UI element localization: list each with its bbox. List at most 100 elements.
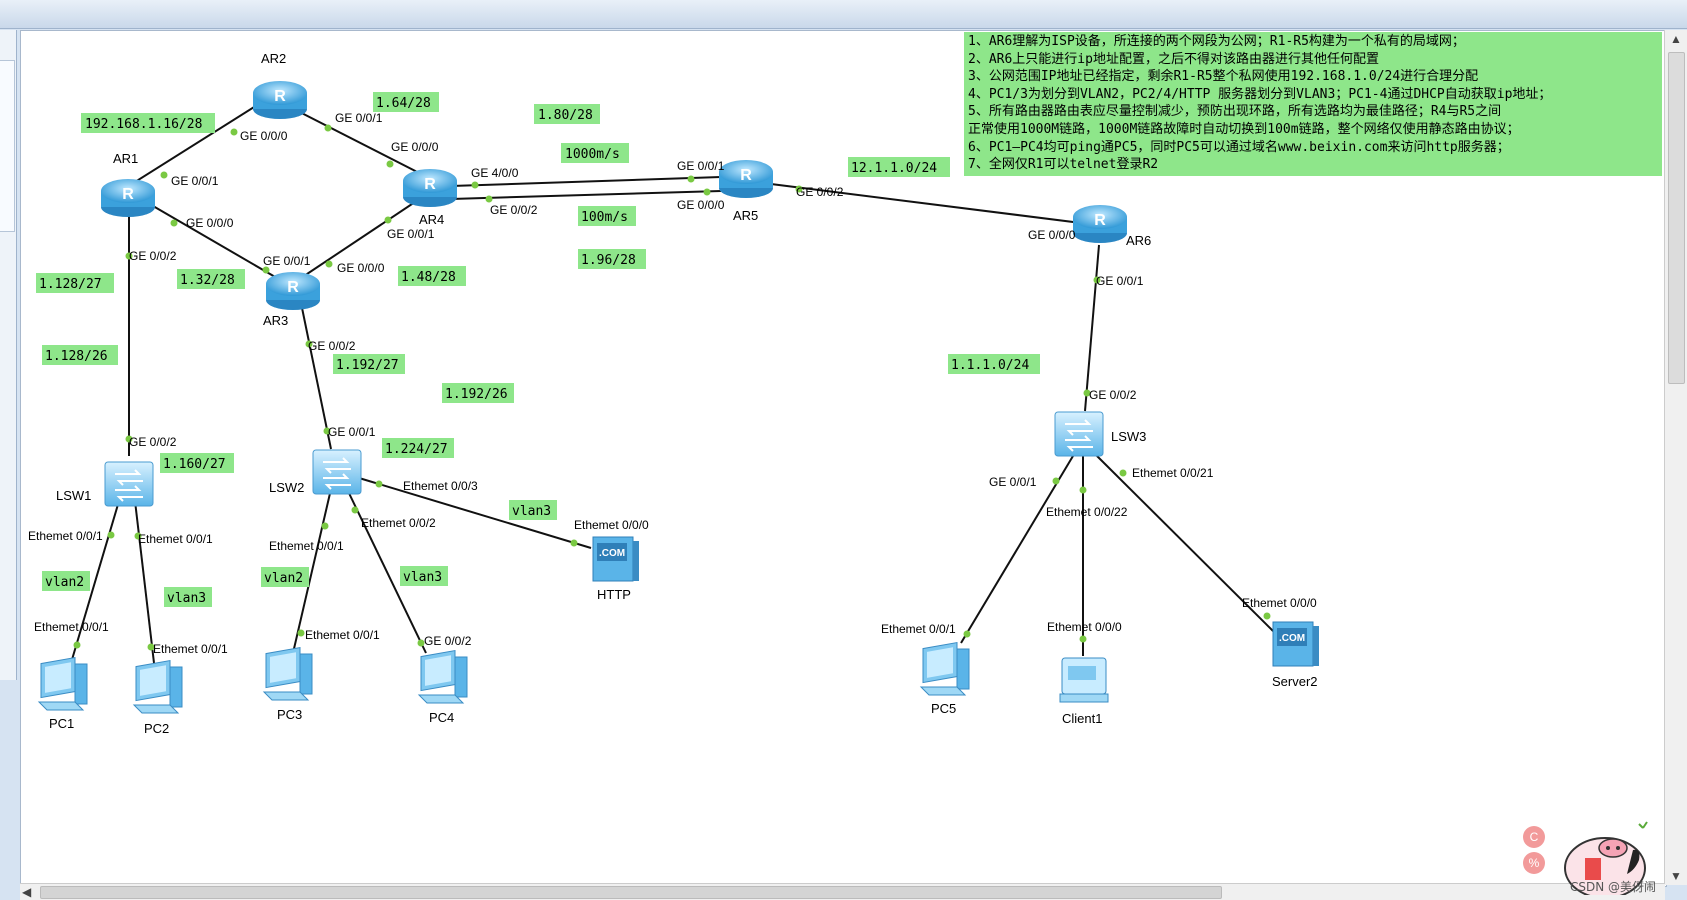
- horizontal-scroll-thumb[interactable]: [40, 886, 1222, 899]
- link-ar4-ar5-100m[interactable]: [450, 190, 722, 200]
- port-label: GE 4/0/0: [471, 166, 519, 180]
- port-label: GE 0/0/2: [796, 185, 844, 199]
- port-label: GE 0/0/0: [337, 261, 385, 275]
- router-ar6-icon[interactable]: [1073, 205, 1127, 243]
- link-lsw3-server2[interactable]: [1096, 455, 1274, 632]
- port-label: GE 0/0/0: [1028, 228, 1076, 242]
- svg-text:vlan3: vlan3: [512, 504, 551, 519]
- link-lsw1-pc2[interactable]: [134, 500, 155, 664]
- label-pc5: PC5: [931, 701, 956, 716]
- subnet-tag: 1.128/26: [42, 345, 118, 365]
- port-label: GE 0/0/1: [263, 254, 311, 268]
- link-lsw3-pc5[interactable]: [960, 455, 1074, 644]
- csdn-watermark: CSDN @美伢闹: [1570, 880, 1657, 894]
- link-ar3-lsw2[interactable]: [300, 302, 332, 450]
- scroll-down-icon[interactable]: ▼: [1670, 869, 1682, 883]
- link-ar4-ar5-1000m[interactable]: [450, 176, 722, 187]
- link-ar5-ar6[interactable]: [770, 183, 1098, 226]
- vertical-scrollbar[interactable]: ▲ ▼: [1664, 30, 1687, 885]
- subnet-tag: 1.160/27: [160, 453, 234, 473]
- scroll-up-icon[interactable]: ▲: [1670, 32, 1682, 46]
- subnet-tag: 1.224/27: [382, 438, 454, 458]
- requirements-note[interactable]: 1、AR6理解为ISP设备，所连接的两个网段为公网；R1-R5构建为一个私有的局…: [964, 32, 1662, 176]
- note-line: 7、全网仅R1可以telnet登录R2: [968, 157, 1159, 173]
- svg-text:vlan2: vlan2: [45, 575, 84, 590]
- link-lsw1-pc1[interactable]: [70, 500, 120, 664]
- link-ar3-ar4[interactable]: [300, 197, 422, 279]
- port-label: Ethemet 0/0/1: [881, 622, 956, 636]
- router-ar3-icon[interactable]: [266, 272, 320, 310]
- switch-lsw3-icon[interactable]: [1054, 411, 1104, 457]
- port-label: Ethemet 0/0/22: [1046, 505, 1128, 519]
- subnet-tag: 1.80/28: [534, 104, 600, 124]
- port-label: GE 0/0/1: [335, 111, 383, 125]
- svg-text:1.128/27: 1.128/27: [39, 277, 102, 292]
- horizontal-scrollbar[interactable]: ◀: [20, 883, 1665, 900]
- link-lsw2-pc4[interactable]: [346, 488, 427, 654]
- subnet-tag: 1.1.1.0/24: [948, 354, 1040, 374]
- pc4-icon[interactable]: [418, 650, 468, 704]
- label-pc3: PC3: [277, 707, 302, 722]
- svg-text:vlan2: vlan2: [264, 571, 303, 586]
- client1-icon[interactable]: [1059, 657, 1109, 703]
- link-ar2-ar4[interactable]: [281, 102, 432, 180]
- port-label: Ethemet 0/0/3: [403, 479, 478, 493]
- svg-text:vlan3: vlan3: [167, 591, 206, 606]
- router-ar2-icon[interactable]: [253, 81, 307, 119]
- svg-text:1.64/28: 1.64/28: [376, 96, 431, 111]
- switch-lsw2-icon[interactable]: [312, 449, 362, 495]
- port-label: GE 0/0/2: [129, 249, 177, 263]
- label-ar1: AR1: [113, 151, 138, 166]
- svg-text:1.160/27: 1.160/27: [163, 457, 226, 472]
- link-ar1-ar2[interactable]: [126, 91, 279, 188]
- subnet-tags: 192.168.1.16/28 1.64/28 1.80/28 1000m/s …: [36, 92, 1040, 607]
- port-label: Ethemet 0/0/1: [34, 620, 109, 634]
- svg-text:1.224/27: 1.224/27: [385, 442, 448, 457]
- http-server-icon[interactable]: [592, 536, 640, 582]
- pc3-icon[interactable]: [263, 647, 313, 701]
- label-server2: Server2: [1272, 674, 1318, 689]
- router-ar4-icon[interactable]: [403, 169, 457, 207]
- note-line: 1、AR6理解为ISP设备，所连接的两个网段为公网；R1-R5构建为一个私有的局…: [968, 34, 1465, 49]
- port-label: GE 0/0/1: [989, 475, 1037, 489]
- topology-diagram: R .COM: [28, 51, 1320, 736]
- port-labels: GE 0/0/0 GE 0/0/1 GE 0/0/1 GE 0/0/0 GE 0…: [28, 111, 1317, 656]
- label-client1: Client1: [1062, 711, 1102, 726]
- switch-lsw1-icon[interactable]: [104, 461, 154, 507]
- server2-icon[interactable]: [1272, 621, 1320, 667]
- label-http: HTTP: [597, 587, 631, 602]
- port-label: Ethemet 0/0/0: [1242, 596, 1317, 610]
- subnet-tag: vlan3: [400, 566, 448, 586]
- left-panel-tab[interactable]: [0, 60, 15, 232]
- pc2-icon[interactable]: [133, 660, 183, 714]
- label-ar3: AR3: [263, 313, 288, 328]
- vertical-scroll-thumb[interactable]: [1668, 52, 1685, 384]
- pc5-icon[interactable]: [920, 642, 970, 696]
- note-line: 6、PC1—PC4均可ping通PC5，同时PC5可以通过域名www.beixi…: [968, 139, 1510, 155]
- port-label: GE 0/0/0: [677, 198, 725, 212]
- subnet-tag: vlan3: [509, 500, 557, 520]
- pc1-icon[interactable]: [38, 657, 88, 711]
- router-ar5-icon[interactable]: [719, 160, 773, 198]
- device-labels: AR2 AR1 AR4 AR3 AR5 AR6 LSW1 LSW2 LSW3 P…: [49, 51, 1318, 736]
- link-lsw2-pc3[interactable]: [292, 488, 332, 654]
- label-ar2: AR2: [261, 51, 286, 66]
- router-ar1-icon[interactable]: [101, 179, 155, 217]
- label-pc2: PC2: [144, 721, 169, 736]
- link-lsw2-http[interactable]: [358, 477, 592, 549]
- svg-text:1.96/28: 1.96/28: [581, 253, 636, 268]
- label-pc4: PC4: [429, 710, 454, 725]
- note-line: 正常使用1000M链路，1000M链路故障时自动切换到100m链路，整个网络仅使…: [968, 121, 1520, 137]
- link-ar6-lsw3[interactable]: [1084, 244, 1100, 412]
- subnet-tag: 1000m/s: [561, 143, 629, 163]
- comment-icon[interactable]: C: [1523, 826, 1545, 848]
- subnet-tag: vlan3: [164, 587, 212, 607]
- port-label: Ethemet 0/0/1: [269, 539, 344, 553]
- scroll-left-icon[interactable]: ◀: [22, 885, 32, 899]
- port-label: GE 0/0/1: [328, 425, 376, 439]
- share-icon[interactable]: %: [1523, 852, 1545, 874]
- subnet-tag: 1.64/28: [373, 92, 439, 112]
- left-panel-tabs[interactable]: [0, 30, 17, 680]
- window-title-bar: [0, 0, 1687, 29]
- subnet-tag: 1.128/27: [36, 273, 114, 293]
